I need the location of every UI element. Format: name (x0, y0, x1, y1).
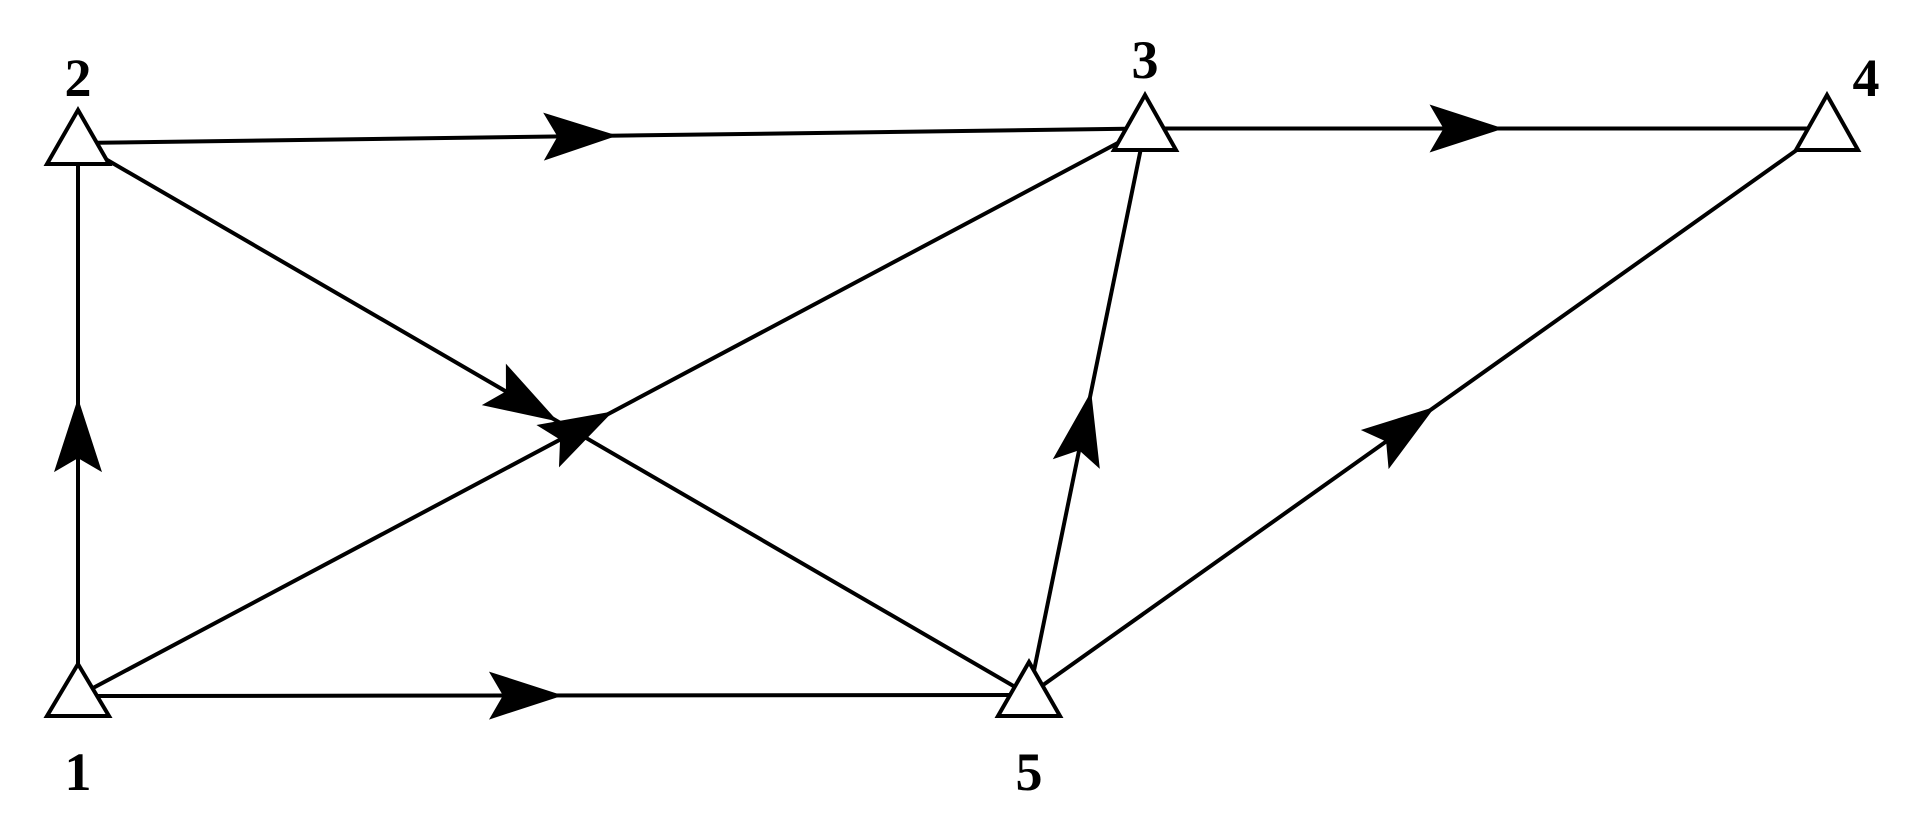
edge-3-4 (1145, 104, 1827, 153)
node-label-1: 1 (65, 742, 92, 802)
node-2-triangle-icon (43, 105, 113, 166)
arrowhead-icon (488, 671, 563, 720)
edge-1-2 (54, 143, 102, 696)
node-3-triangle-icon (1110, 90, 1180, 152)
node-label-3: 3 (1132, 30, 1159, 90)
edge-1-5 (77, 671, 1030, 720)
edges (54, 104, 1829, 720)
edge-2-3 (77, 112, 1146, 161)
arrowhead-icon (1360, 406, 1436, 470)
node-label-2: 2 (65, 48, 92, 108)
node-5-triangle-icon (994, 657, 1064, 718)
arrowhead-icon (481, 363, 558, 422)
node-label-5: 5 (1016, 742, 1043, 802)
arrowhead-icon (543, 112, 618, 161)
nodes (43, 90, 1862, 718)
arrowhead-icon (536, 411, 614, 468)
edge-5-3 (1027, 128, 1147, 696)
arrowhead-icon (1052, 391, 1100, 469)
arrowhead-icon (54, 398, 102, 473)
edge-5-4 (1027, 126, 1829, 697)
arrowhead-icon (1429, 104, 1504, 153)
edge-2-5 (76, 141, 1031, 697)
labels: 1 2 3 4 5 (65, 30, 1880, 802)
node-1-triangle-icon (43, 660, 113, 718)
node-4-triangle-icon (1792, 90, 1862, 152)
edge-1-3 (77, 126, 1146, 698)
node-label-4: 4 (1853, 48, 1880, 108)
